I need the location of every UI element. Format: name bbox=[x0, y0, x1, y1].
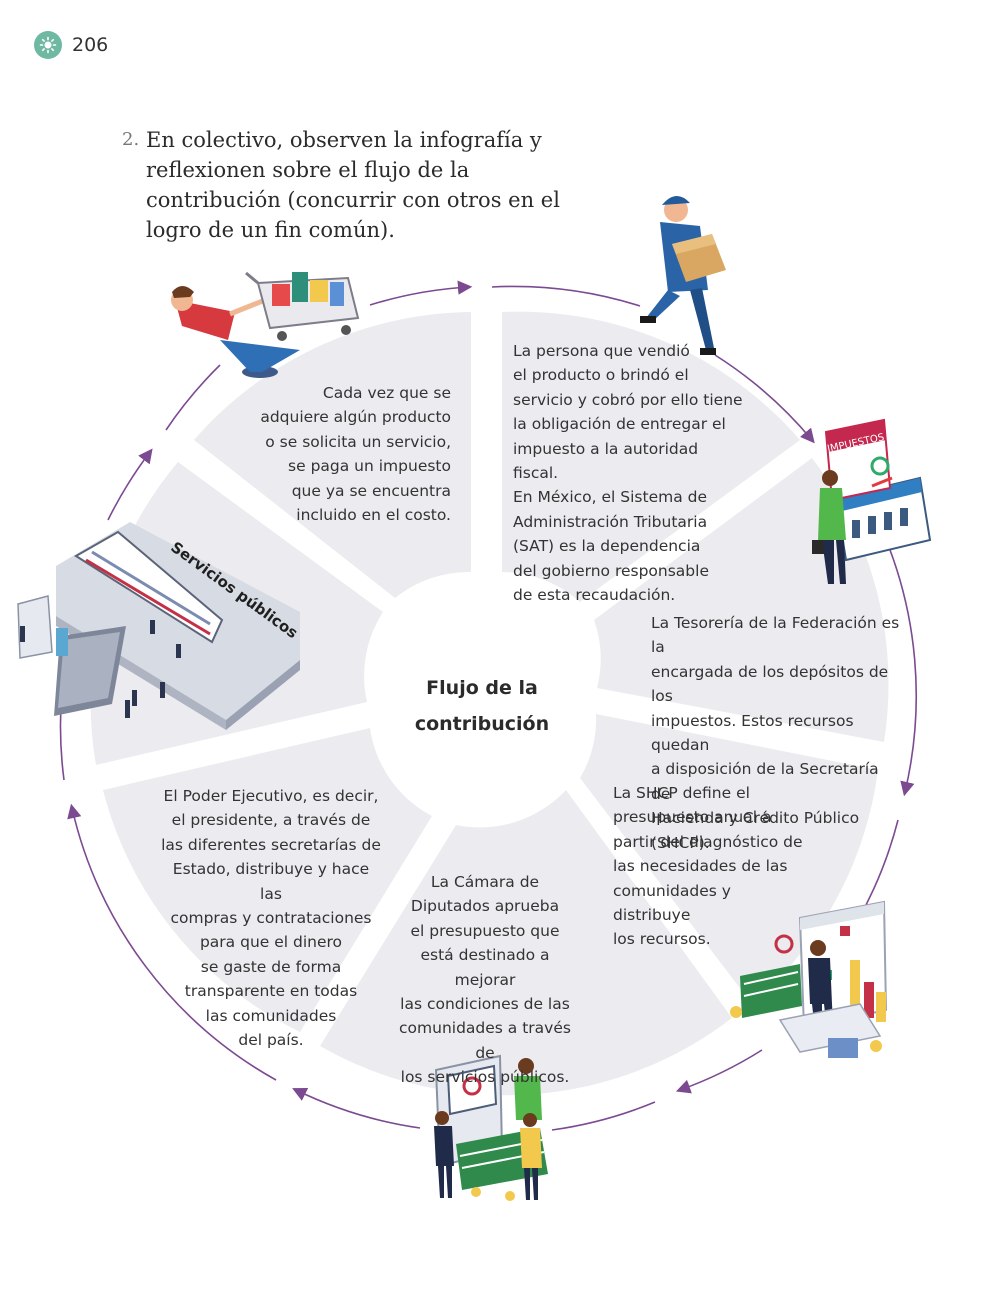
arrow-3 bbox=[714, 354, 815, 444]
flow-arrows bbox=[59, 280, 918, 1131]
wedge-ejecutivo bbox=[103, 728, 432, 1032]
flow-wedges bbox=[90, 311, 889, 1096]
tax-office-illustration: IMPUESTOS bbox=[812, 418, 932, 584]
instruction-text: En colectivo, observen la infografía y r… bbox=[146, 128, 560, 242]
wedge-seller bbox=[502, 311, 800, 602]
wedge-tesoreria bbox=[594, 458, 889, 742]
arrow-12 bbox=[165, 364, 221, 431]
subway-illustration bbox=[17, 522, 300, 730]
sun-icon bbox=[34, 31, 62, 59]
page-number: 206 bbox=[34, 30, 108, 60]
budget-illustration bbox=[730, 900, 888, 1058]
delivery-worker-illustration bbox=[640, 195, 726, 355]
wedge-purchase bbox=[194, 312, 471, 598]
diagram-center-title: Flujo de la contribución bbox=[414, 677, 550, 735]
arrow-1 bbox=[369, 280, 473, 306]
arrow-9 bbox=[67, 803, 277, 1081]
segment-tesoreria-text: La Tesorería de la Federación es la enca… bbox=[651, 614, 900, 852]
segment-camara-text: La Cámara de Diputados aprueba el presup… bbox=[399, 873, 571, 1087]
arrow-11 bbox=[107, 448, 153, 521]
chamber-illustration bbox=[434, 1054, 548, 1201]
segment-ejecutivo-text: El Poder Ejecutivo, es decir, el preside… bbox=[161, 787, 381, 1050]
segment-seller-text: La persona que vendió el producto o brin… bbox=[513, 342, 743, 605]
arrow-7 bbox=[551, 1101, 656, 1131]
segment-purchase-text: Cada vez que se adquiere algún producto … bbox=[260, 384, 451, 525]
shopper-cart-illustration bbox=[171, 271, 360, 378]
wedge-camara bbox=[320, 790, 732, 1096]
arrow-8 bbox=[292, 1087, 421, 1129]
arrow-2 bbox=[491, 285, 641, 307]
arrow-4 bbox=[881, 529, 918, 797]
instruction-number: 2. bbox=[122, 129, 140, 150]
segment-shcp-text: La SHCP define el presupuesto anual a pa… bbox=[613, 784, 803, 949]
page-number-text: 206 bbox=[72, 34, 109, 56]
arrow-6 bbox=[675, 1049, 763, 1094]
instruction: 2. En colectivo, observen la infografía … bbox=[122, 125, 602, 245]
